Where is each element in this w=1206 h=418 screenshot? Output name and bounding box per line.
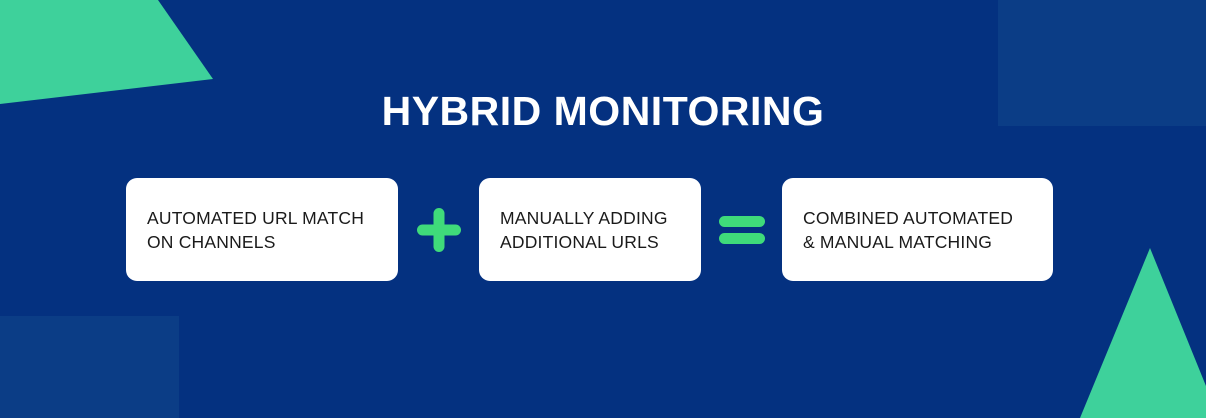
hybrid-monitoring-flow: AUTOMATED URL MATCH ON CHANNELS MANUALLY… [126, 178, 1053, 281]
card-manually-adding-urls: MANUALLY ADDING ADDITIONAL URLS [479, 178, 701, 281]
plus-icon [416, 207, 461, 252]
triangle-bottom-right-shape [1080, 248, 1206, 418]
page-title: HYBRID MONITORING [381, 88, 825, 134]
rectangle-bottom-left-shape [0, 316, 179, 418]
card-automated-label: AUTOMATED URL MATCH ON CHANNELS [147, 207, 365, 252]
card-automated-url-match: AUTOMATED URL MATCH ON CHANNELS [126, 178, 398, 281]
card-combined-label: COMBINED AUTOMATED & MANUAL MATCHING [803, 207, 1014, 252]
card-combined-matching: COMBINED AUTOMATED & MANUAL MATCHING [782, 178, 1053, 281]
equals-icon [718, 215, 765, 244]
operator-equals [701, 178, 782, 281]
card-manual-label: MANUALLY ADDING ADDITIONAL URLS [500, 207, 668, 252]
operator-plus [398, 178, 479, 281]
